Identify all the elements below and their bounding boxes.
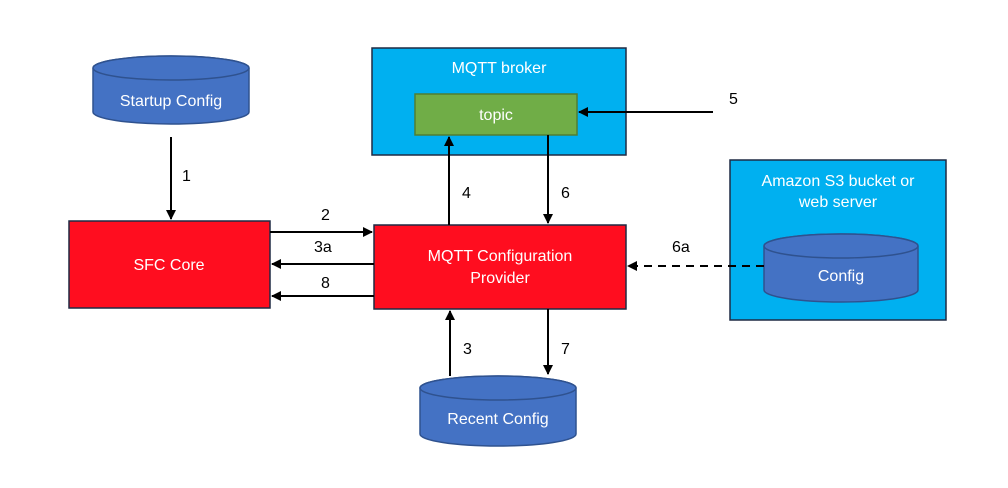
mqtt-configuration-provider-label-line2: Provider [470,270,530,287]
edge-label-1: 1 [182,168,191,185]
edge-label-6: 6 [561,185,570,202]
mqtt-configuration-provider-box [373,224,627,310]
topic-box [414,93,578,136]
mqtt-configuration-provider-node: MQTT Configuration Provider [373,224,627,310]
s3-bucket-label-line2: web server [798,194,878,211]
startup-config-database-top [92,55,250,81]
topic-node: topic [414,93,578,136]
mqtt-broker-label: MQTT broker [452,60,548,77]
sfc-core-label: SFC Core [133,257,204,274]
startup-config-label: Startup Config [120,93,222,110]
edge-label-3a: 3a [314,239,332,256]
edge-label-7: 7 [561,341,570,358]
edge-label-3: 3 [463,341,472,358]
recent-config-database: Recent Config [419,375,577,447]
sfc-core-node: SFC Core [68,220,271,309]
config-label: Config [818,268,864,285]
edge-label-6a: 6a [672,239,690,256]
recent-config-label: Recent Config [447,411,548,428]
mqtt-configuration-provider-label-line1: MQTT Configuration [428,248,573,265]
edge-label-4: 4 [462,185,471,202]
sfc-core-box [68,220,271,309]
edge-label-2: 2 [321,207,330,224]
config-database-top [763,233,919,259]
edge-label-5: 5 [729,91,738,108]
s3-bucket-label-line1: Amazon S3 bucket or [762,173,916,190]
config-database: Config [763,233,919,303]
recent-config-database-top [419,375,577,401]
edge-label-8: 8 [321,275,330,292]
startup-config-database: Startup Config [92,55,250,125]
topic-label: topic [479,107,513,124]
